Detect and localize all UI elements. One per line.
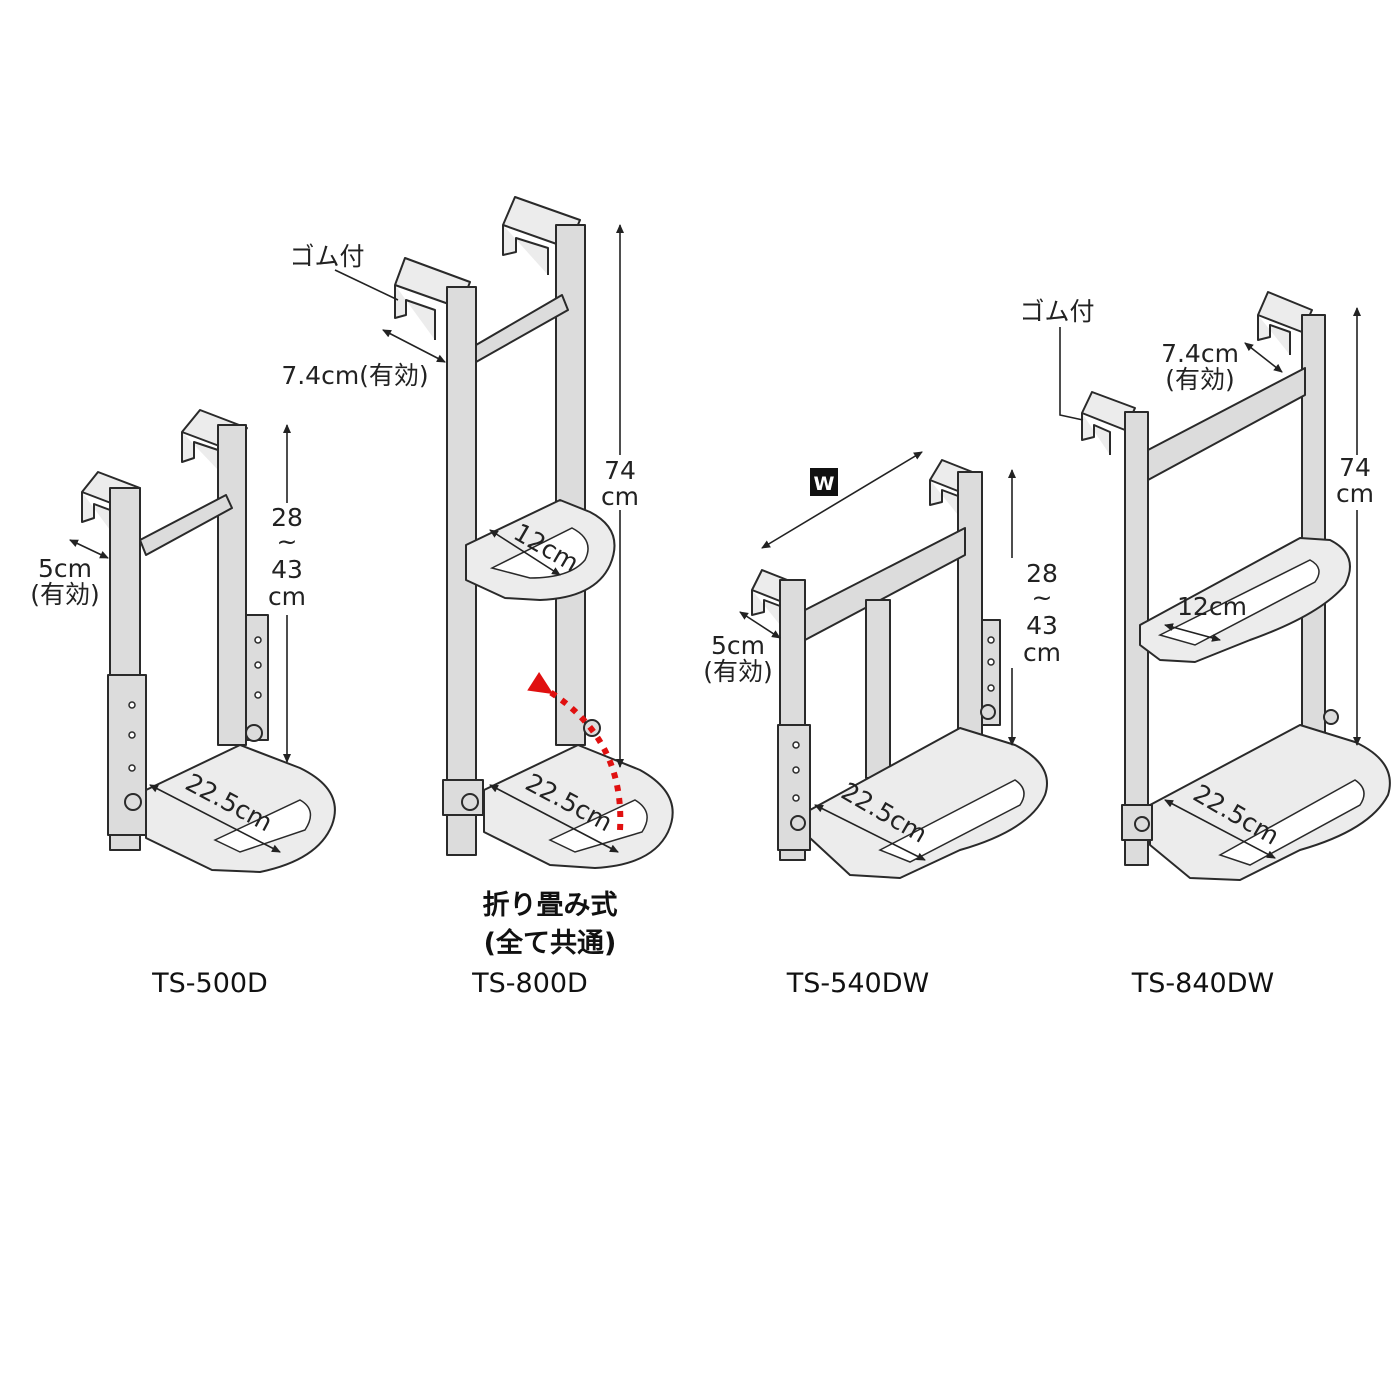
ladder-ts-540dw (739, 451, 1048, 879)
height-unit: cm (268, 582, 306, 611)
ladder-ts-500d (69, 409, 336, 873)
model-name: TS-840DW (1131, 968, 1274, 999)
height-unit: cm (601, 482, 639, 511)
rubber-label: ゴム付 (289, 242, 364, 271)
hook-front (1081, 391, 1136, 455)
crossbar (475, 294, 569, 363)
height-label: 74 (1339, 453, 1371, 482)
ladder-ts-840dw (1059, 291, 1391, 881)
height-max: 43 (1026, 611, 1058, 640)
hook-front (394, 257, 471, 340)
rubber-leader (1059, 327, 1084, 421)
bolt (461, 793, 479, 811)
ladder-ts-800d (334, 196, 674, 869)
crossbar (139, 494, 233, 556)
hook-width-label: 7.4cm (1161, 339, 1239, 368)
height-unit: cm (1336, 479, 1374, 508)
w-badge-label: W (814, 473, 835, 495)
height-label: 74 (604, 456, 636, 485)
bolt (790, 815, 806, 831)
center-post (865, 599, 891, 779)
height-min: 28 (271, 503, 303, 532)
folding-note: 折り畳み式 (483, 890, 618, 921)
adjust-plate-front (107, 674, 147, 836)
model-name: TS-800D (471, 968, 588, 999)
model-name: TS-500D (151, 968, 268, 999)
height-tilde: ~ (1032, 583, 1053, 612)
hook-rear (502, 196, 581, 275)
adjust-plate-front (777, 724, 811, 851)
hook-width-label: 7.4cm(有効) (281, 361, 428, 390)
fold-arrow (527, 671, 624, 831)
post-rear (957, 471, 983, 741)
upper-step-label: 12cm (1177, 592, 1247, 621)
folding-note-sub: (全て共通) (484, 927, 617, 959)
post-rear (217, 424, 247, 746)
height-max: 43 (271, 555, 303, 584)
height-unit: cm (1023, 638, 1061, 667)
bolt (124, 793, 142, 811)
adjust-plate-rear (981, 619, 1001, 726)
bolt (1134, 816, 1150, 832)
height-tilde: ~ (277, 527, 298, 556)
adjust-plate-rear (245, 614, 269, 741)
effective-label: (有効) (30, 580, 100, 609)
rubber-label: ゴム付 (1019, 297, 1094, 326)
model-name: TS-540DW (786, 968, 929, 999)
height-min: 28 (1026, 559, 1058, 588)
width-label: 5cm (711, 631, 765, 660)
effective-label: (有効) (703, 657, 773, 686)
effective-label: (有効) (1165, 365, 1235, 394)
width-label: 5cm (38, 554, 92, 583)
hook-rear (1257, 291, 1313, 355)
rubber-leader (334, 269, 399, 301)
